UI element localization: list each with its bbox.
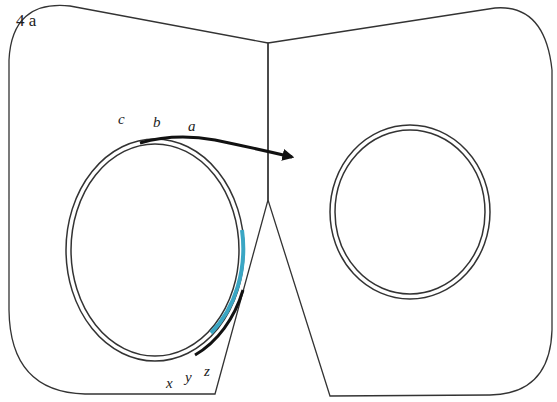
recipient-cell bbox=[268, 8, 552, 396]
gene-label: y bbox=[185, 370, 192, 385]
donor-chromosome-inner bbox=[71, 144, 239, 356]
donor-chromosome-outer bbox=[66, 139, 244, 361]
gene-label: z bbox=[204, 364, 210, 379]
recipient-chromosome-inner bbox=[335, 130, 485, 294]
blue-segment bbox=[211, 230, 243, 333]
gene-label: b bbox=[153, 115, 161, 130]
recipient-chromosome-outer bbox=[330, 125, 490, 299]
black-segment bbox=[195, 290, 243, 355]
figure-number: 4 a bbox=[16, 12, 36, 29]
gene-label: x bbox=[166, 376, 173, 391]
donor-cell bbox=[9, 5, 268, 394]
transferred-strand bbox=[140, 137, 292, 157]
gene-label: c bbox=[118, 112, 125, 127]
gene-label: a bbox=[188, 119, 196, 134]
